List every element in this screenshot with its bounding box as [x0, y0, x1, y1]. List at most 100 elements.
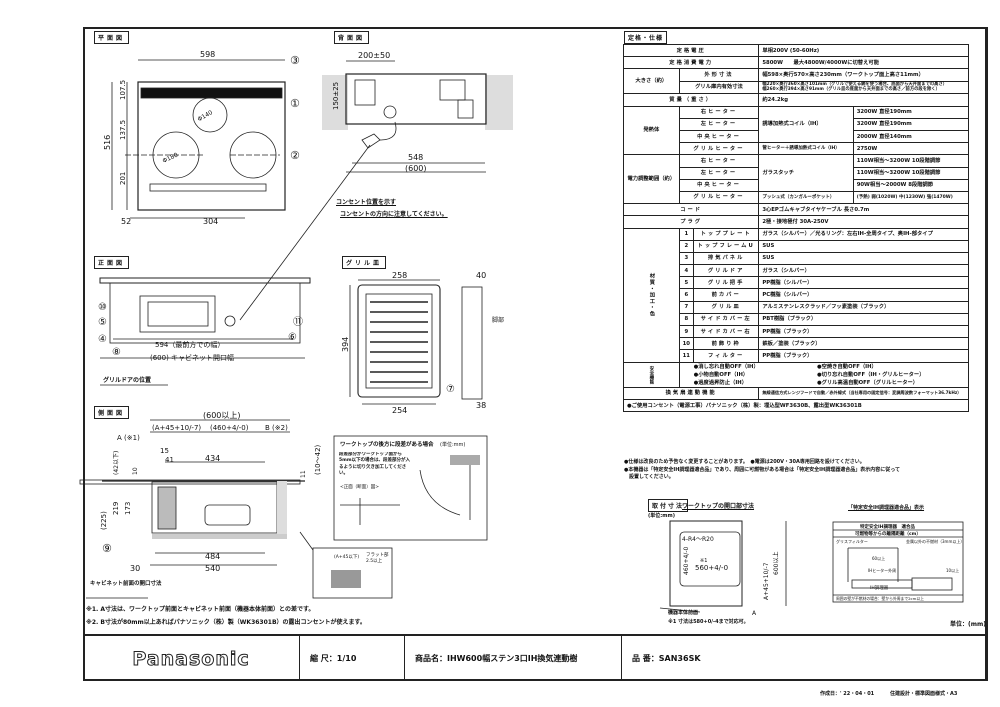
spec-title: 定格・仕様: [624, 31, 668, 44]
worktop-unit: (単位:mm): [440, 441, 465, 448]
side-dim-41: 41: [165, 456, 174, 464]
plan-view-label: 平面図: [94, 31, 130, 44]
side-dim-434: 434: [205, 454, 220, 463]
safe-box-10: 10以上: [946, 567, 959, 573]
side-view-label: 側面図: [94, 406, 130, 419]
install-tag: 取付寸法: [648, 499, 689, 512]
callout-3: ③: [290, 54, 300, 67]
back-view-label: 背面図: [334, 31, 370, 44]
plan-dim-phi140: Φ140: [196, 109, 214, 123]
side-dim-11: 11: [300, 470, 307, 478]
callout-8: ⑧: [112, 347, 121, 358]
back-dim-600: (600): [405, 164, 427, 173]
plan-dim-201: 201: [119, 172, 127, 185]
side-dim-225: (225): [100, 511, 108, 530]
scale: 縮 尺：1/10: [300, 636, 405, 681]
footnote-2: ※2. B寸法が80mm以上あればパナソニック（株）製（WK36301B）の露出…: [86, 619, 366, 626]
outlet-direction-note: コンセントの方向に注意してください。: [340, 211, 448, 218]
drawing-frame: [83, 27, 988, 681]
install-section: 4-R4～R20 460+4/-0 ※1 560+4/-0 A+45+10/-7…: [659, 520, 964, 625]
grill-pan-label: グリル皿: [342, 256, 387, 269]
cabinet-opening-note: キャビネット前面の開口寸法: [90, 579, 162, 587]
side-dim-a45: (A+45+10/-7): [152, 424, 201, 432]
install-a: A: [752, 610, 757, 617]
safe-box-outer: IHヒーター外周: [868, 567, 896, 573]
plan-dim-52: 52: [121, 217, 131, 226]
side-dim-42: (42以下): [113, 451, 120, 475]
grill-leg-label: 脚部: [492, 316, 504, 324]
front-view: 594（最前方での幅） (600) キャビネット開口幅 ⑩ ⑤ ④ ⑧ ⑪ ⑥ …: [98, 277, 311, 386]
grill-door-note: グリルドアの位置: [103, 376, 151, 384]
safe-box-title: 特定安全IH調理器 適合品: [860, 523, 915, 530]
spec-notes: ●仕様は改良のため予告なく変更することがあります。 ●電源は200V・30A専用…: [624, 459, 900, 480]
plan-dim-depth: 516: [103, 135, 112, 150]
grill-dim-38: 38: [476, 401, 486, 410]
install-unit: (単位:mm): [648, 513, 675, 519]
detail-label-flat: フラット部: [366, 551, 389, 558]
callout-9: ⑨: [102, 542, 112, 555]
plan-dim-304: 304: [203, 217, 218, 226]
side-dim-460: (460+4/-0): [210, 424, 249, 432]
safe-box-ih: IH調理器: [870, 584, 889, 591]
side-view: (600以上) (A+45+10/-7) (460+4/-0) B (※2) A…: [79, 411, 322, 599]
grill-dim-394: 394: [341, 337, 350, 352]
detail-box: (A+45以下) フラット部 2.5以上: [299, 531, 393, 599]
install-note-mark: ※1: [700, 558, 707, 564]
plan-dim-phi180: Φ180: [162, 152, 180, 165]
safe-box-wall: 周囲の壁が不燃材の場合：壁から外周まで2cm以上: [836, 596, 924, 601]
plan-view: 598 516 107.5 137.5 201 52 304 Φ140 Φ180…: [103, 50, 300, 226]
detail-label-25: 2.5以上: [366, 557, 383, 564]
safe-box-sub: 可燃物等からの離隔距離（cm）: [855, 530, 921, 537]
side-dim-a: A (※1): [117, 434, 140, 442]
callout-4: ④: [98, 334, 107, 345]
install-r: 4-R4～R20: [682, 536, 714, 543]
front-view-label: 正面図: [94, 256, 130, 269]
plan-dim-1375: 137.5: [119, 120, 127, 140]
side-dim-484: 484: [205, 552, 220, 561]
worktop-title: ワークトップの後方に段差がある場合: [340, 440, 434, 448]
worktop-sub: <正面（断面）図>: [340, 483, 379, 490]
side-dim-600: (600以上): [203, 411, 241, 420]
grill-dim-258: 258: [392, 271, 407, 280]
side-dim-10-42: (10～42): [314, 444, 322, 475]
callout-10: ⑩: [98, 302, 107, 313]
install-title: ワークトップの開口部寸法: [682, 503, 755, 510]
install-460: 460+4/-0: [683, 547, 690, 575]
safe-display-title: 「特定安全IH調理器適合品」表示: [848, 505, 925, 511]
side-dim-540: 540: [205, 564, 220, 573]
side-dim-173: 173: [124, 502, 132, 515]
side-dim-30: 30: [130, 564, 140, 573]
install-600: 600以上: [772, 552, 780, 575]
grill-dim-40: 40: [476, 271, 486, 280]
callout-5: ⑤: [98, 317, 107, 328]
install-560: 560+4/-0: [695, 564, 728, 572]
safe-box-60: 60以上: [872, 555, 885, 561]
model-number: 品 番：SAN36SK: [632, 654, 701, 663]
plan-dim-1075: 107.5: [119, 80, 127, 100]
front-dim-594: 594（最前方での幅）: [155, 340, 224, 349]
outlet-position-note: コンセント位置を示す: [336, 199, 397, 206]
created-date: 作成日：' 22・04・01: [820, 691, 875, 697]
panasonic-logo: Panasonic: [83, 636, 300, 681]
front-dim-600: (600) キャビネット開口幅: [150, 353, 234, 362]
install-front: 機器本体前面: [668, 609, 698, 616]
unit-label: 単位：(mm): [950, 621, 986, 628]
grill-pan-view: 258 394 254 40 38 脚部 ⑦: [341, 271, 504, 415]
safe-box-noncomb: 金属以外の不燃材（3mm以上）: [906, 538, 964, 544]
worktop-text: 段差部分がワークトップ面から5mm以下の場合は、段差部分が入るように切り欠き加工…: [339, 452, 411, 476]
back-dim-548: 548: [408, 153, 423, 162]
callout-2: ②: [290, 149, 300, 162]
install-a45: A+45+10/-7: [763, 562, 770, 600]
document-format: 住建設計・標準図面様式・A3: [890, 691, 958, 697]
side-dim-10: 10: [132, 467, 139, 475]
callout-6: ⑥: [288, 332, 297, 343]
side-dim-15: 15: [160, 447, 169, 455]
callout-1: ①: [290, 97, 300, 110]
safe-box-grease: グリスフィルター: [836, 538, 868, 544]
side-dim-219: 219: [112, 502, 120, 515]
side-dim-b: B (※2): [265, 424, 288, 432]
product-name: 商品名：IHW600幅ステン3口IH換気連動樹: [405, 636, 622, 681]
grill-dim-254: 254: [392, 406, 407, 415]
